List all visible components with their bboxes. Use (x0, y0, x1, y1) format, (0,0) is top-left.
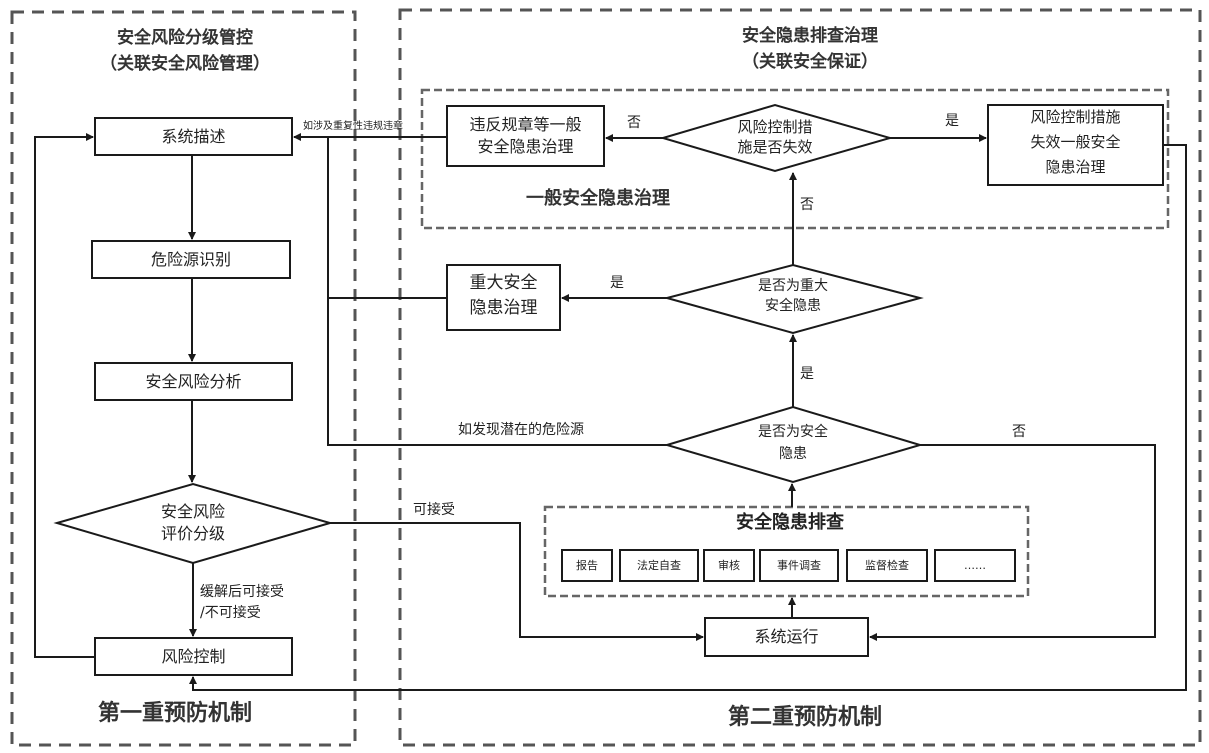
failure-treatment-label-line1: 风险控制措施 (1030, 108, 1121, 126)
is-major-label-line1: 是否为重大 (758, 278, 828, 294)
inspection-item-box (561, 549, 613, 582)
edge-failure-treatment-to-risk-control (189, 144, 1187, 691)
left-panel-footer: 第一重预防机制 (97, 701, 252, 726)
right-panel-title: 安全隐患排查治理 (742, 26, 878, 46)
system-operation-label: 系统运行 (754, 627, 819, 646)
edge-label-mitigated-line2: /不可接受 (200, 605, 261, 621)
inspection-item-incident-investigation: 事件调查 (777, 558, 821, 572)
major-treatment-box (446, 264, 561, 331)
control-failed-label-line1: 风险控制措 (737, 118, 813, 136)
inspection-item-box (934, 549, 1016, 582)
edge-control-loop-to-desc (34, 133, 95, 658)
risk-analysis-box (94, 362, 293, 401)
inspection-item-report: 报告 (576, 558, 598, 572)
edge-label-control-failed-no: 否 (627, 115, 641, 131)
left-panel-title: 安全风险分级管控 (117, 28, 253, 48)
inspection-item-supervision-inspection: 监督检查 (865, 558, 909, 572)
edge-label-is-major-yes: 是 (610, 275, 624, 291)
inspection-item-ellipsis: …… (964, 558, 986, 572)
inspection-item-audit: 审核 (718, 558, 740, 572)
violation-treatment-label-line2: 安全隐患治理 (477, 137, 574, 156)
violation-treatment-label-line1: 违反规章等一般 (469, 115, 582, 134)
inspection-item-box (846, 549, 928, 582)
inspection-item-statutory-self-check: 法定自查 (637, 558, 681, 572)
left-panel-border (10, 10, 357, 747)
failure-treatment-box (987, 104, 1164, 186)
is-hazard-diamond (663, 405, 924, 484)
right-panel-border (398, 8, 1202, 747)
is-major-label-line2: 安全隐患 (765, 298, 821, 314)
hazard-identification-label: 危险源识别 (150, 249, 231, 269)
system-operation-box (704, 617, 869, 657)
edge-label-control-failed-yes: 是 (945, 113, 959, 129)
edge-label-is-major-no: 否 (800, 197, 814, 213)
edge-label-repeat-violation: 如涉及重复性违规违章 (303, 121, 403, 132)
edge-acceptable-to-operation (330, 522, 704, 641)
major-treatment-label-line1: 重大安全 (469, 273, 538, 293)
inspection-group-border (543, 505, 1030, 598)
edge-label-is-hazard-no: 否 (1012, 424, 1026, 440)
edge-is-hazard-no-to-operation (869, 444, 1156, 641)
risk-grading-label-line1: 安全风险 (160, 502, 225, 521)
failure-treatment-label-line2: 失效一般安全 (1030, 133, 1121, 151)
right-panel-subtitle: （关联安全保证） (742, 52, 878, 72)
risk-analysis-label: 安全风险分析 (145, 371, 242, 391)
inspection-title: 安全隐患排查 (736, 512, 844, 533)
edge-label-is-hazard-yes: 是 (800, 366, 814, 382)
inspection-item-box (703, 549, 755, 582)
risk-control-label: 风险控制 (161, 646, 226, 666)
risk-grading-label-line2: 评价分级 (160, 524, 225, 543)
is-major-diamond (663, 263, 924, 335)
left-panel-subtitle: （关联安全风险管理） (100, 54, 270, 74)
edge-label-acceptable: 可接受 (413, 502, 455, 518)
edge-potential-hazard-to-desc (327, 137, 667, 446)
inspection-item-box (619, 549, 699, 582)
system-description-box (94, 117, 293, 156)
general-hazard-group-label: 一般安全隐患治理 (526, 188, 670, 209)
edge-label-mitigated-line1: 缓解后可接受 (200, 584, 284, 600)
general-hazard-group-border (420, 88, 1170, 230)
control-failed-label-line2: 施是否失效 (737, 138, 813, 156)
is-hazard-label-line1: 是否为安全 (758, 424, 828, 440)
system-description-label: 系统描述 (161, 126, 226, 146)
inspection-item-box (759, 549, 839, 582)
major-treatment-label-line2: 隐患治理 (469, 298, 538, 318)
hazard-identification-box (91, 240, 291, 279)
is-hazard-label-line2: 隐患 (779, 446, 807, 462)
failure-treatment-label-line3: 隐患治理 (1045, 158, 1106, 176)
edge-label-potential-hazard: 如发现潜在的危险源 (458, 422, 584, 438)
right-panel-footer: 第二重预防机制 (727, 705, 882, 730)
